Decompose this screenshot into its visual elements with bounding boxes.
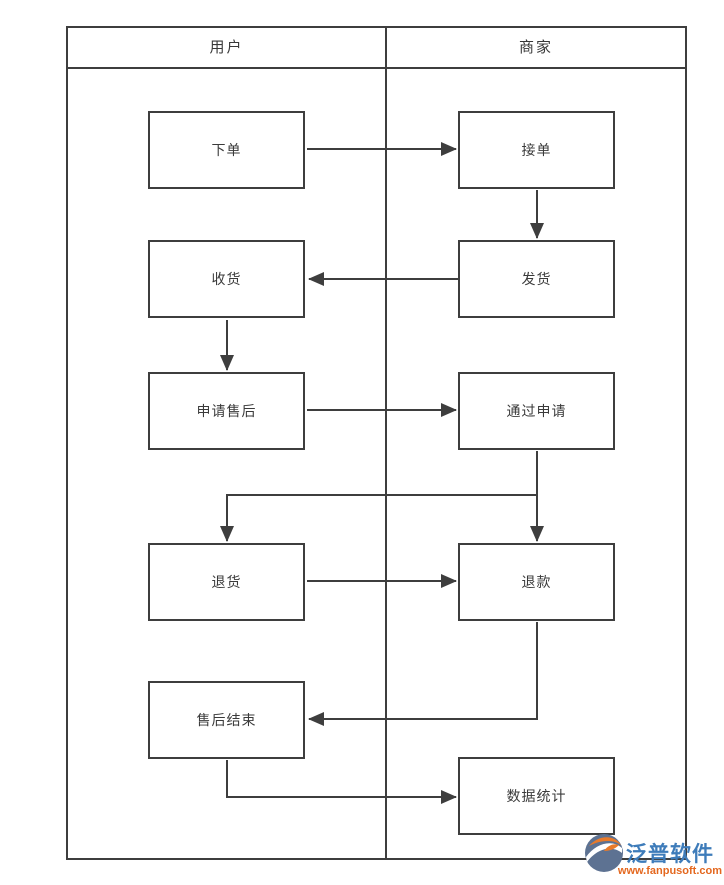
header-separator [66,67,687,69]
node-receive-goods: 收货 [148,240,305,318]
node-place-order: 下单 [148,111,305,189]
node-accept-order: 接单 [458,111,615,189]
watermark: 泛普软件 www.fanpusoft.com [584,833,724,883]
diagram-frame [66,26,687,860]
node-apply-after-sales: 申请售后 [148,372,305,450]
lane-header-user: 用户 [209,39,244,56]
node-data-statistics: 数据统计 [458,757,615,835]
lane-header-merchant: 商家 [518,39,553,56]
node-refund: 退款 [458,543,615,621]
fanpu-logo-icon [585,834,623,872]
watermark-brand-text: 泛普软件 [626,843,714,866]
node-return-goods: 退货 [148,543,305,621]
watermark-url-text: www.fanpusoft.com [617,865,722,877]
node-ship-goods: 发货 [458,240,615,318]
lane-divider [385,26,387,860]
node-approve-request: 通过申请 [458,372,615,450]
node-after-sales-end: 售后结束 [148,681,305,759]
